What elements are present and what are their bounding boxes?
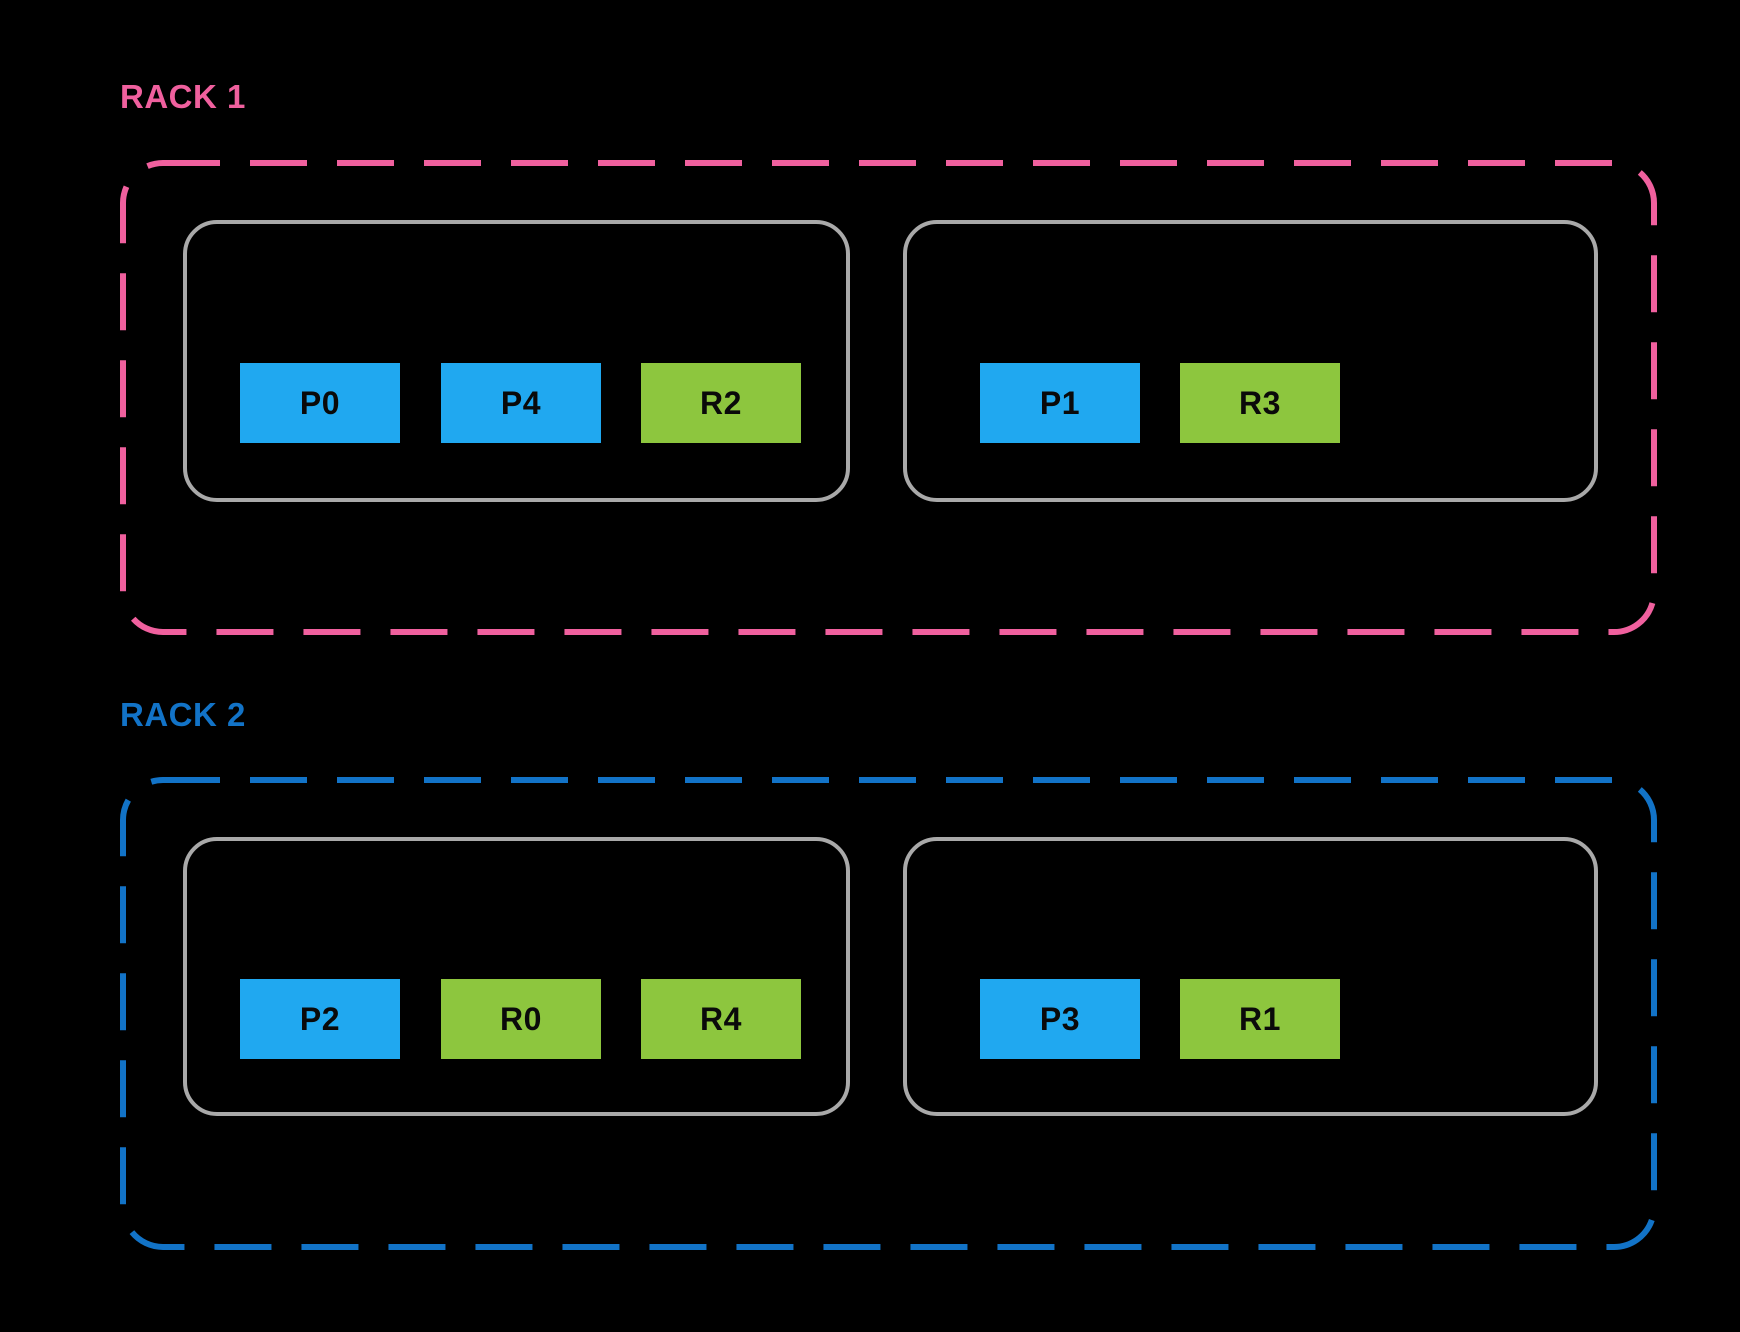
chip-r4: R4 (641, 979, 801, 1059)
chip-r1: R1 (1180, 979, 1340, 1059)
chip-p0: P0 (240, 363, 400, 443)
rack-1-dashed-border (120, 160, 1657, 635)
rack-1-node-2: P1 R3 (903, 220, 1598, 502)
chip-r2: R2 (641, 363, 801, 443)
rack-2-label: RACK 2 (120, 696, 246, 733)
rack-2-dashed-border (120, 777, 1657, 1250)
rack-2-node-2: P3 R1 (903, 837, 1598, 1116)
rack-2-node-1: P2 R0 R4 (183, 837, 850, 1116)
chip-p1: P1 (980, 363, 1140, 443)
chip-r3: R3 (1180, 363, 1340, 443)
chip-p4: P4 (441, 363, 601, 443)
chip-p3: P3 (980, 979, 1140, 1059)
chip-r0: R0 (441, 979, 601, 1059)
rack-2-dashed-border-rect (120, 777, 1657, 1250)
rack-1-label: RACK 1 (120, 78, 246, 115)
rack-1-dashed-border-rect (120, 160, 1657, 635)
rack-1-node-1: P0 P4 R2 (183, 220, 850, 502)
chip-p2: P2 (240, 979, 400, 1059)
